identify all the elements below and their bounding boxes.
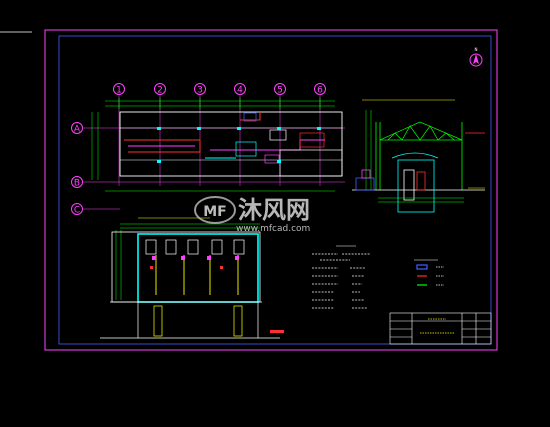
column-axis-label: 3 <box>197 86 203 96</box>
watermark: MF 沐风网 www.mfcad.com <box>194 196 310 234</box>
column-axis-label: 5 <box>277 86 283 96</box>
column-axis-3: 3 <box>194 83 206 96</box>
column-axis-2: 2 <box>154 83 166 96</box>
column-axis-5: 5 <box>274 83 286 96</box>
detail-valves <box>150 256 239 269</box>
row-axis-c: C <box>71 203 120 216</box>
section-dimensions <box>365 110 464 203</box>
legend-labels <box>436 266 444 286</box>
section-pit <box>355 152 439 213</box>
title-block <box>389 312 492 345</box>
watermark-logo-icon: MF <box>194 196 236 224</box>
plan-building-outline <box>119 111 343 177</box>
column-axis-4: 4 <box>234 83 246 96</box>
north-label: N <box>475 47 478 52</box>
row-axis-b: B <box>71 176 345 189</box>
column-axis-label: 4 <box>237 86 243 96</box>
detail-pumps <box>145 239 245 255</box>
column-axis-label: 6 <box>317 86 323 96</box>
plan-equipment <box>235 112 343 177</box>
row-axis-label: B <box>74 179 80 189</box>
detail-sump <box>100 301 280 339</box>
roof-truss <box>379 121 463 141</box>
north-arrow-icon: N <box>469 47 483 67</box>
outer-frame <box>44 29 498 351</box>
title-block-text-marks <box>420 318 454 334</box>
detail-red-marker <box>270 330 284 333</box>
plan-dimensions <box>91 100 335 192</box>
section-view <box>352 99 485 213</box>
plan-dim-ticks <box>118 98 321 109</box>
plan-pipes <box>124 112 325 159</box>
plan-markers <box>157 127 321 163</box>
line-legend <box>414 259 444 286</box>
legend-swatches <box>416 264 428 286</box>
detail-dimensions <box>115 223 260 300</box>
plan-view: 1 2 3 4 5 6 A B <box>71 83 345 216</box>
pump-room-detail <box>100 217 284 339</box>
watermark-url: www.mfcad.com <box>236 224 310 234</box>
detail-pump-pipes <box>155 255 239 295</box>
row-axis-label: C <box>74 206 80 216</box>
design-notes <box>312 245 370 309</box>
watermark-brand: 沐风网 <box>238 196 310 224</box>
section-columns <box>375 122 463 190</box>
column-axis-label: 2 <box>157 86 163 96</box>
column-axis-label: 1 <box>116 86 122 96</box>
column-axis-1: 1 <box>113 83 125 96</box>
watermark-logo-letters: MF <box>203 204 227 220</box>
notes-lines <box>312 253 370 309</box>
inner-frame <box>58 35 492 345</box>
row-axis-label: A <box>74 125 81 135</box>
column-axis-6: 6 <box>314 83 326 96</box>
